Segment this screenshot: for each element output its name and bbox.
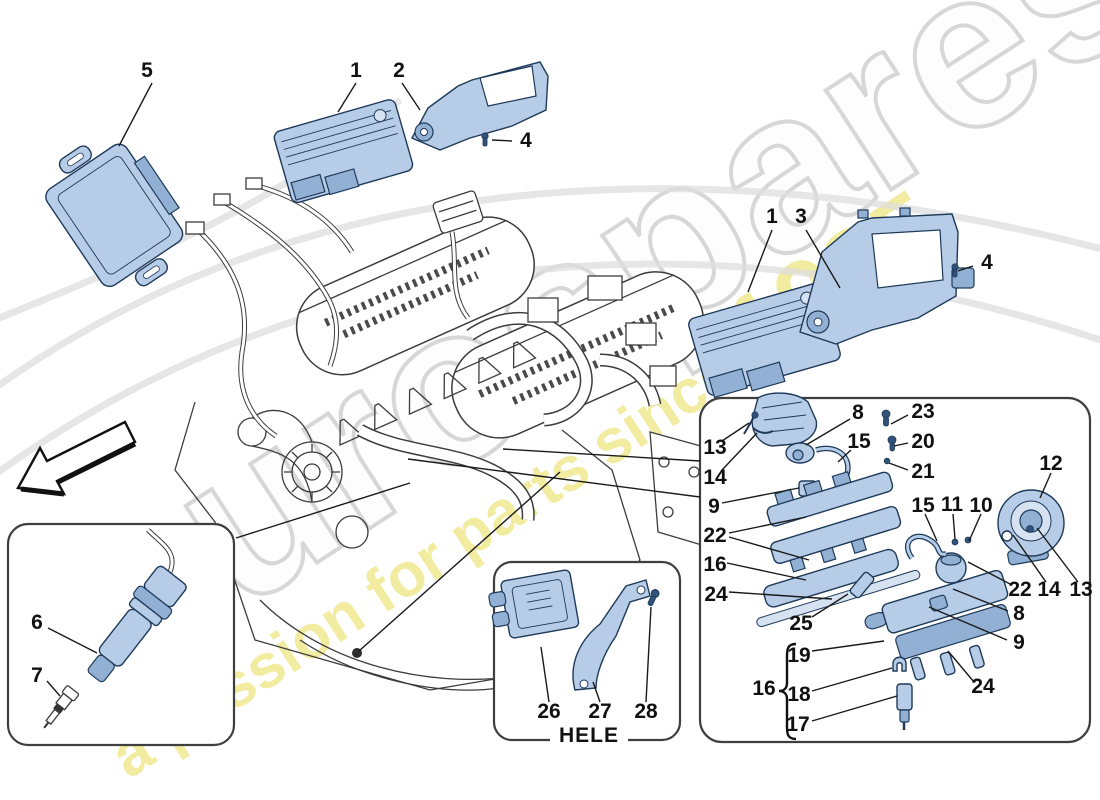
leader-line <box>967 561 1011 585</box>
fuel-rails-22 <box>756 470 921 628</box>
leader-line <box>1012 534 1047 583</box>
nut-21 <box>883 457 891 465</box>
leader-line <box>890 414 909 425</box>
leader-line <box>721 422 750 442</box>
leader-line <box>358 471 561 652</box>
leader-line <box>337 82 357 113</box>
leader-line <box>47 627 98 654</box>
injector-17 <box>892 656 913 730</box>
leader-line <box>805 418 851 446</box>
part-3-bracket <box>799 207 975 345</box>
leader-line <box>46 680 61 697</box>
part-2-bracket <box>411 61 549 151</box>
screw-23 <box>881 409 891 427</box>
bracket-16-brace <box>778 642 797 741</box>
hele-bracket-27 <box>572 579 651 691</box>
leader-line <box>118 82 153 147</box>
leader-line <box>952 513 956 540</box>
engine-assembly-drawing <box>174 177 713 691</box>
rail-assembly-right <box>864 533 1011 681</box>
leader-line <box>491 139 513 142</box>
leader-line <box>1039 472 1052 499</box>
leader-line <box>721 432 758 471</box>
injector-25 <box>849 571 875 599</box>
leader-line <box>928 606 1008 641</box>
leader-line <box>728 516 807 534</box>
part-1-ecu-top <box>273 99 414 204</box>
leader-line <box>837 449 852 463</box>
leader-line <box>592 681 601 703</box>
screw-4-top <box>481 132 489 147</box>
leader-line <box>805 229 841 289</box>
screw-4-right <box>951 263 959 278</box>
leader-line <box>235 482 411 539</box>
leader-line <box>957 265 974 272</box>
clip-18 <box>892 656 907 672</box>
leader-line <box>811 640 885 652</box>
leader-line <box>401 82 421 111</box>
leader-lines-layer <box>46 82 1079 722</box>
leader-line <box>726 562 807 581</box>
leader-line <box>728 591 833 600</box>
part-1-ecu-right <box>688 282 841 399</box>
leader-line <box>540 646 550 703</box>
leader-line <box>728 536 810 561</box>
ignition-coil-6 <box>87 528 187 683</box>
leader-line <box>645 606 652 703</box>
washer-14 <box>1001 530 1013 542</box>
part-5-ecu-module <box>45 143 184 288</box>
spark-plug-7 <box>43 685 80 729</box>
leader-line <box>924 513 938 542</box>
leader-line <box>952 588 1009 612</box>
leader-line <box>968 513 982 542</box>
throttle-body-12 <box>997 489 1065 566</box>
leader-line <box>811 593 849 618</box>
direction-arrow <box>16 420 137 497</box>
leader-line <box>947 650 975 683</box>
leader-line <box>721 487 800 504</box>
leader-line <box>747 229 773 293</box>
bolt-20 <box>887 435 897 452</box>
leader-line <box>888 462 909 471</box>
leader-line <box>893 442 909 447</box>
hele-module-26 <box>488 569 580 639</box>
hele-label: HELE <box>550 724 628 748</box>
leader-line <box>1036 527 1079 583</box>
leader-line <box>502 448 701 462</box>
leader-line <box>811 667 893 692</box>
screw-13 <box>1026 525 1034 533</box>
leader-line <box>811 695 898 722</box>
hele-screw-28 <box>647 589 660 607</box>
